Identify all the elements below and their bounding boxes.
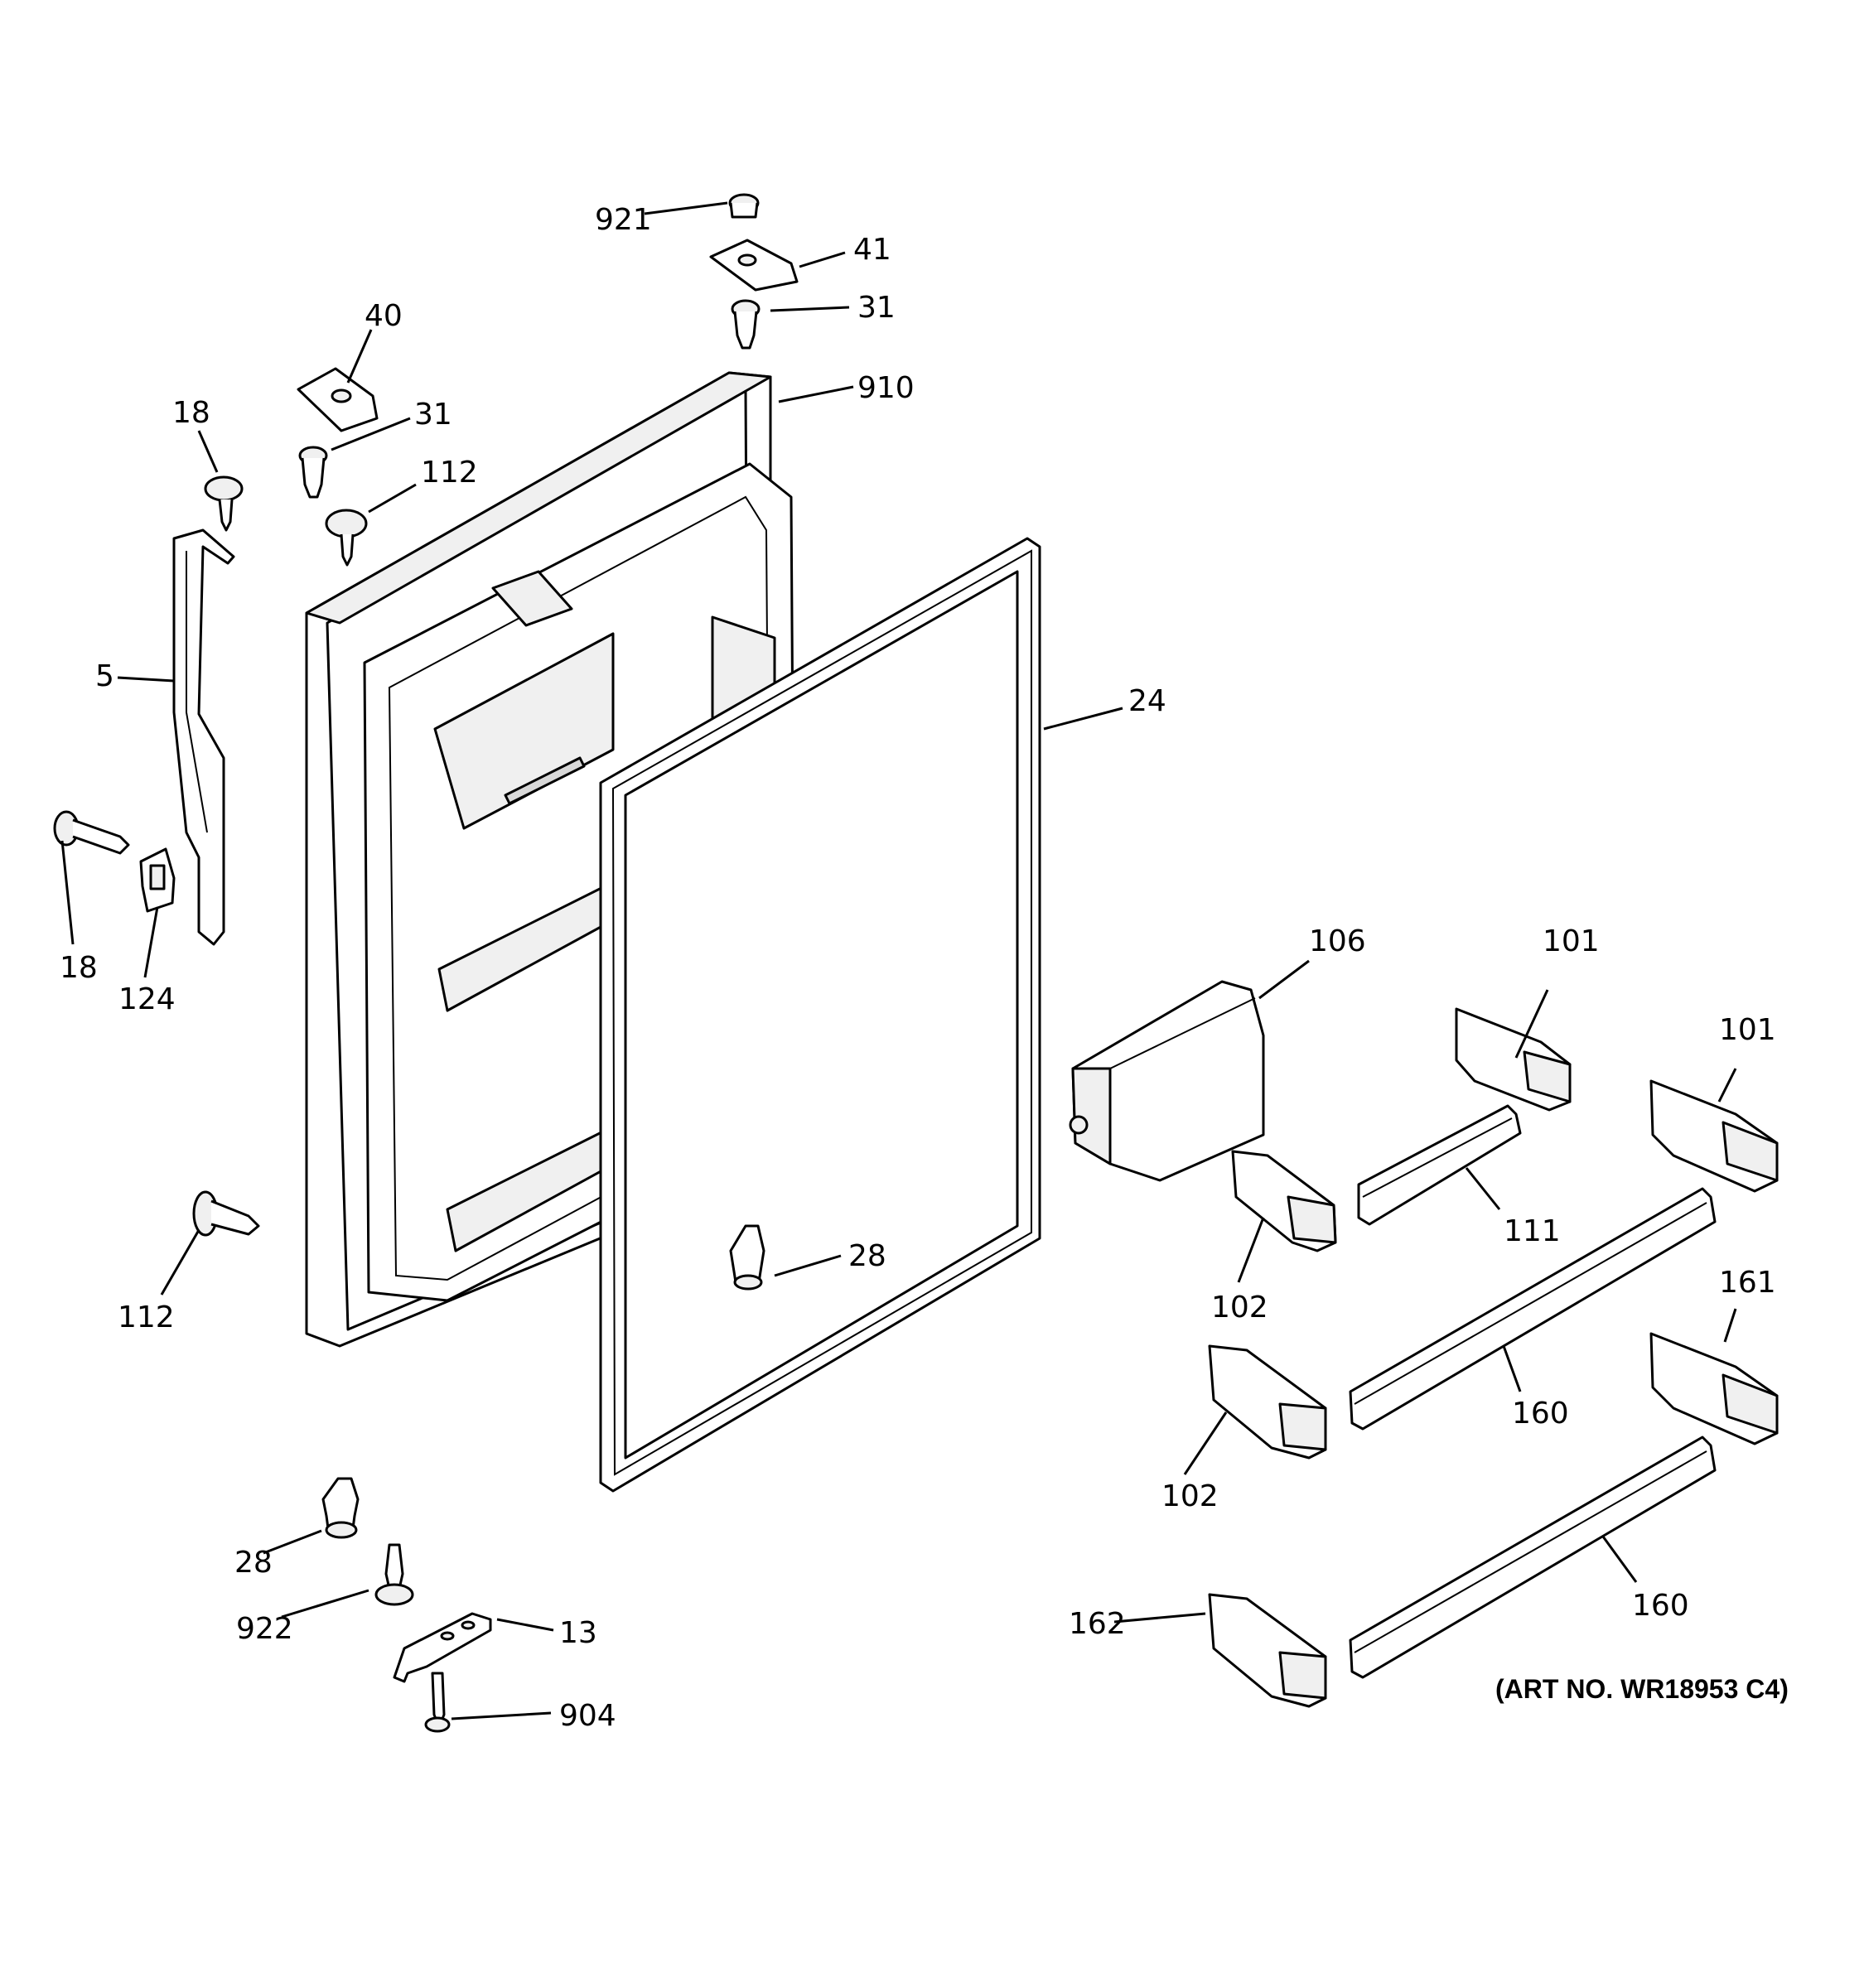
callout-162: 162	[1069, 1607, 1126, 1641]
part-28-door-stop	[729, 1224, 765, 1291]
callout-18-bottom: 18	[60, 951, 98, 985]
callout-28-bottom: 28	[234, 1546, 273, 1580]
callout-921: 921	[595, 203, 652, 237]
part-124-clip	[139, 847, 176, 913]
part-102-end-cap-a	[1231, 1150, 1337, 1252]
callout-13: 13	[559, 1616, 597, 1650]
leader-lines	[60, 201, 1737, 1720]
part-31-bushing-top	[731, 299, 761, 350]
part-18-screw-top	[204, 475, 244, 532]
callout-102-b: 102	[1161, 1479, 1219, 1513]
part-31-bushing-left	[298, 446, 328, 499]
part-13-bracket	[393, 1612, 492, 1683]
door-gasket-24	[599, 537, 1041, 1493]
callout-40: 40	[365, 299, 403, 333]
part-40-hinge-plate	[297, 367, 379, 432]
part-102-end-cap-b	[1208, 1344, 1327, 1460]
callout-18-top: 18	[172, 396, 210, 430]
callout-41: 41	[853, 233, 891, 267]
part-111-rail	[1357, 1104, 1522, 1226]
callout-labels: 921 41 31 40 910 31 18 112 5 24 18 124 1…	[60, 203, 1776, 1733]
callout-112-top: 112	[421, 456, 478, 490]
part-162-end-cap	[1208, 1593, 1327, 1708]
callout-904: 904	[559, 1699, 616, 1733]
part-18-screw-bottom	[53, 810, 130, 855]
callout-24: 24	[1128, 684, 1166, 718]
part-904-screw	[424, 1672, 451, 1733]
part-160-rail-a	[1349, 1187, 1717, 1431]
callout-31-top: 31	[857, 291, 896, 325]
art-number: (ART NO. WR18953 C4)	[1495, 1674, 1789, 1704]
part-28-stop-bottom	[321, 1477, 360, 1539]
part-5-handle	[172, 528, 235, 946]
callout-922: 922	[236, 1612, 293, 1646]
part-921-cap	[728, 193, 760, 219]
part-922-washer-screw	[374, 1543, 414, 1606]
part-101-end-cap-b	[1649, 1079, 1779, 1193]
callout-5: 5	[95, 659, 114, 693]
callout-102-a: 102	[1211, 1291, 1268, 1325]
callout-101-a: 101	[1543, 924, 1600, 958]
part-106-dairy-compartment	[1069, 980, 1265, 1182]
callout-112-bottom: 112	[118, 1300, 175, 1334]
part-41-hinge-plate	[709, 239, 799, 292]
callout-111: 111	[1504, 1214, 1561, 1248]
callout-910: 910	[857, 371, 915, 405]
callout-101-b: 101	[1719, 1013, 1776, 1047]
callout-31-left: 31	[414, 398, 452, 432]
callout-160-b: 160	[1632, 1589, 1689, 1623]
callout-161: 161	[1719, 1266, 1776, 1300]
part-160-rail-b	[1349, 1436, 1717, 1679]
part-161-end-cap	[1649, 1332, 1779, 1445]
callout-160-a: 160	[1512, 1397, 1569, 1431]
part-112-screw-bottom	[192, 1190, 260, 1237]
callout-124: 124	[118, 982, 176, 1016]
callout-106: 106	[1309, 924, 1366, 958]
part-101-end-cap-a	[1455, 1007, 1572, 1112]
callout-28-door: 28	[848, 1239, 886, 1273]
part-112-screw-top	[325, 509, 368, 567]
